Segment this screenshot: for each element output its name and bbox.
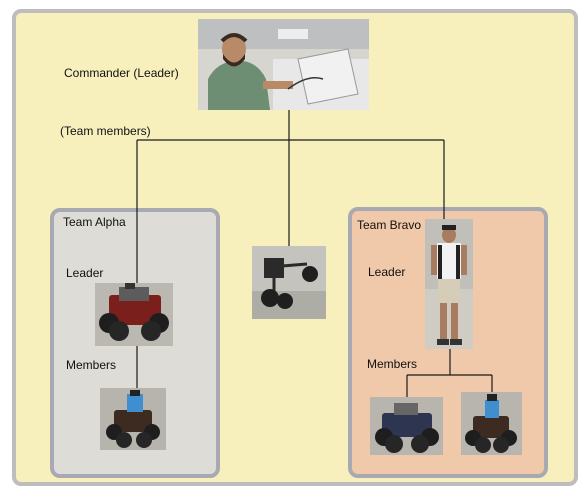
team-alpha-leader-label: Leader xyxy=(66,266,104,280)
team-bravo-leader-label: Leader xyxy=(368,265,406,279)
team-bravo-members-label: Members xyxy=(367,357,418,371)
bravo-member-robot2-photo xyxy=(461,392,522,455)
alpha-leader-robot-photo xyxy=(95,283,173,346)
team-alpha-members-label: Members xyxy=(66,358,117,372)
walker-robot-photo xyxy=(252,246,326,319)
team-members-label: (Team members) xyxy=(60,124,151,138)
commander-label: Commander (Leader) xyxy=(64,66,179,80)
human-leader-photo xyxy=(425,219,473,349)
team-bravo-title: Team Bravo xyxy=(357,218,422,232)
commander-photo xyxy=(198,19,369,110)
bravo-member-robot1-photo xyxy=(370,397,443,455)
alpha-member-robot-photo xyxy=(100,388,166,450)
team-alpha-title: Team Alpha xyxy=(63,215,126,229)
